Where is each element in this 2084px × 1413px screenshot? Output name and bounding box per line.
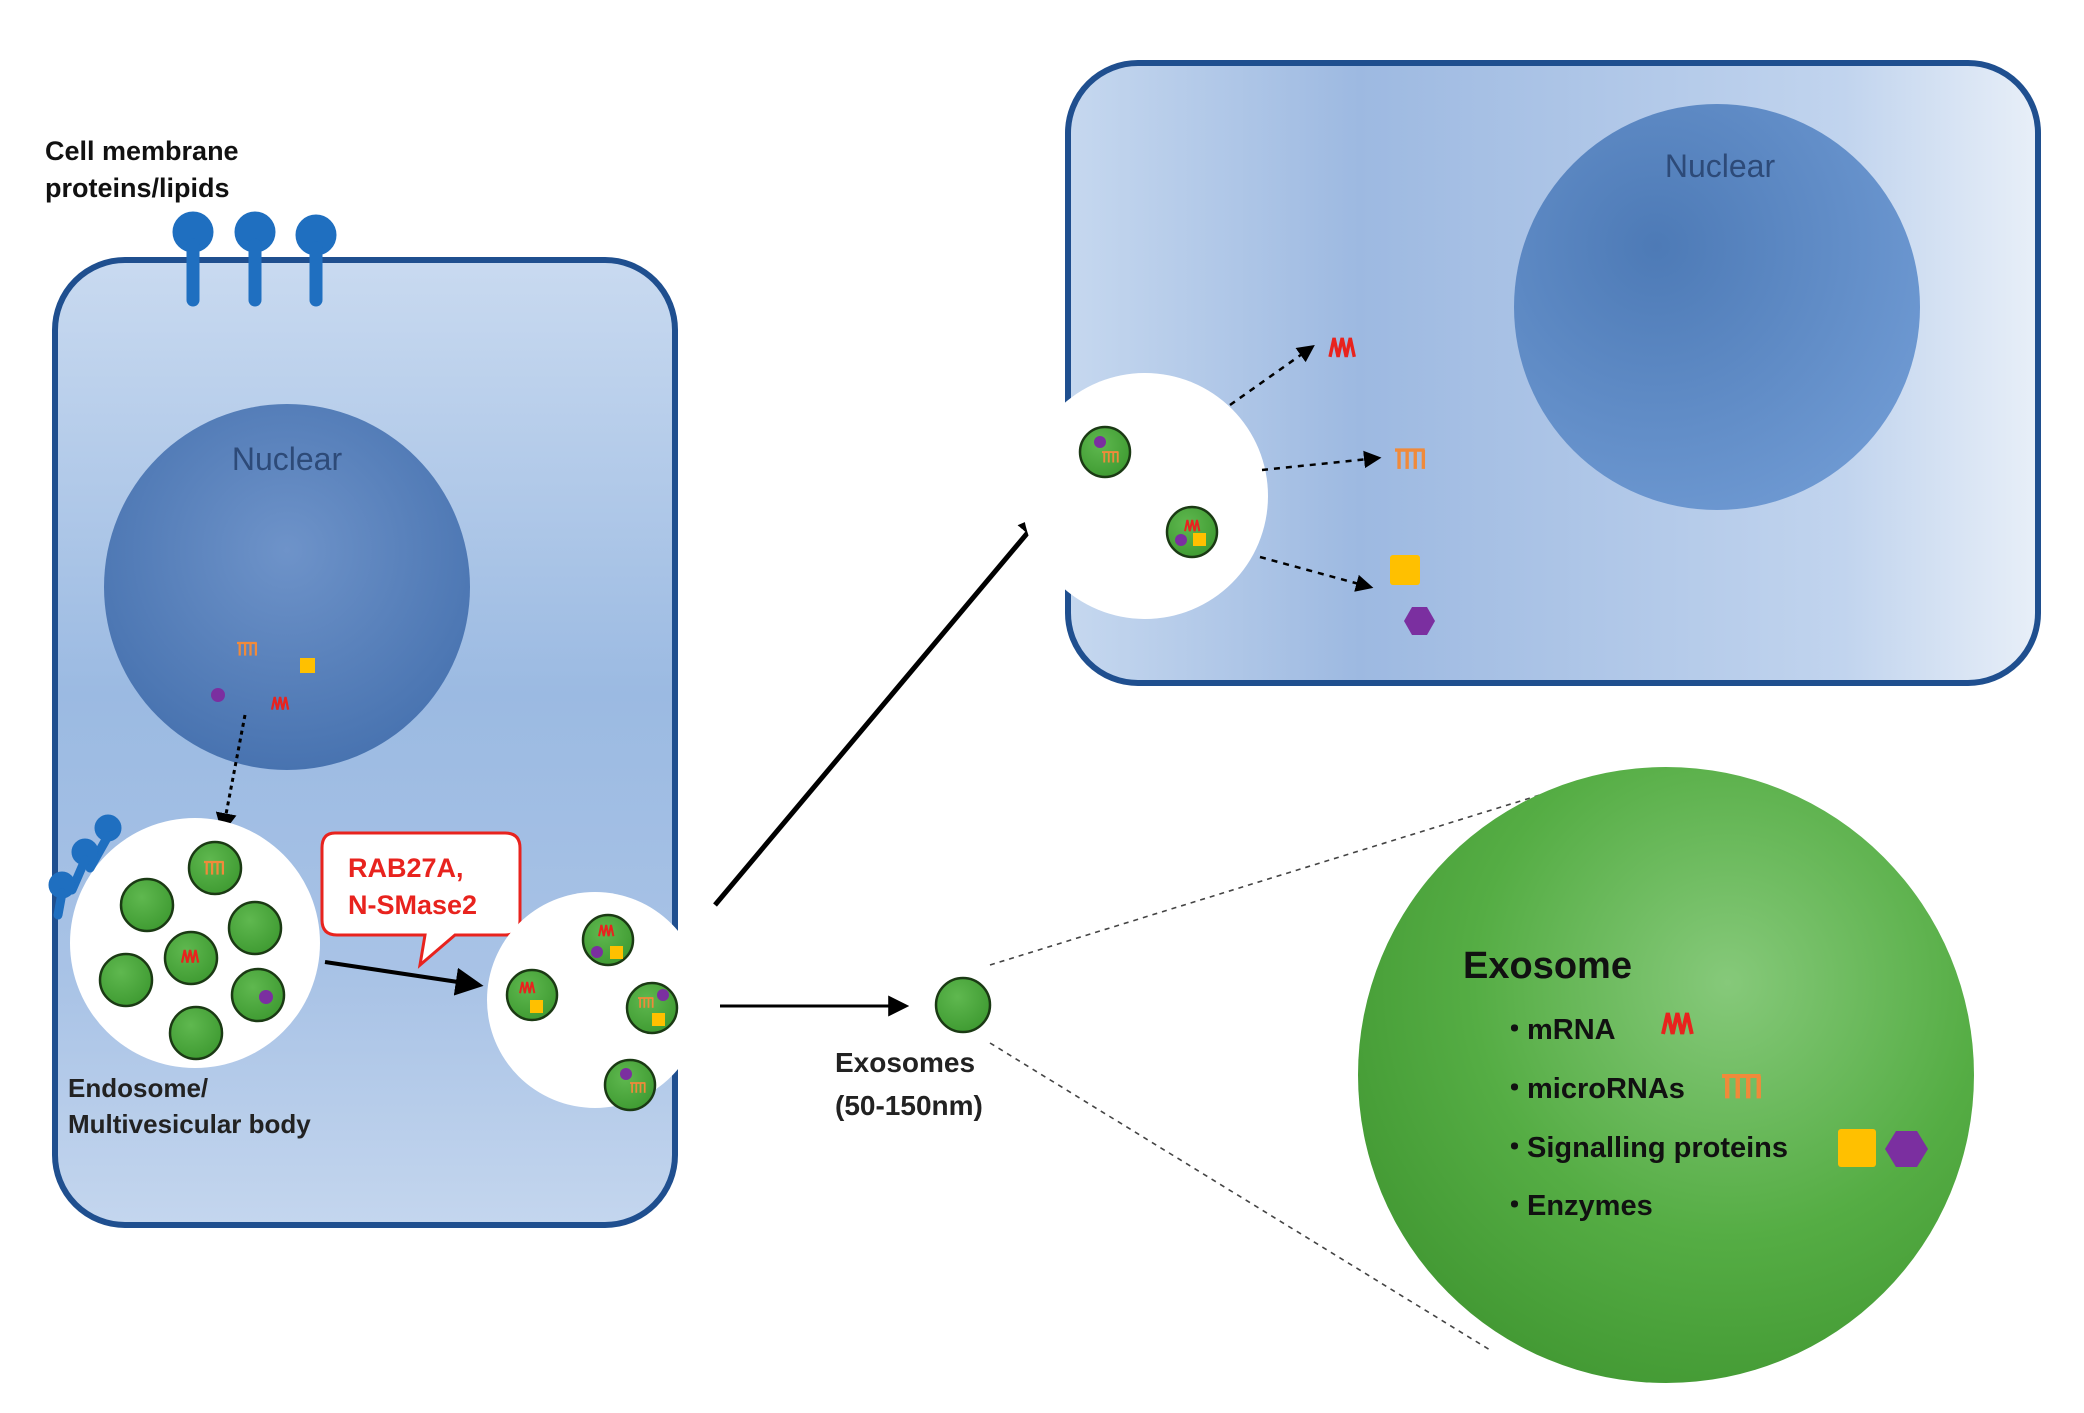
endosome-receptors: [48, 814, 122, 920]
recipient-nucleus: [1514, 104, 1920, 510]
legend-bullet: ・: [1500, 1190, 1529, 1222]
uptake-arrow: [713, 514, 1044, 907]
membrane-label-line2: proteins/lipids: [45, 173, 230, 203]
protein-square-icon: [1838, 1129, 1876, 1167]
secreting-vesicle: [487, 892, 703, 1108]
microrna-release-arrow: [1261, 450, 1382, 472]
protein-hexagon-icon: [1885, 1131, 1928, 1167]
nucleus-cargo: [211, 641, 315, 711]
exosomes-label: Exosomes: [835, 1047, 975, 1078]
exosome-legend-circle: [1358, 767, 1974, 1383]
legend-label-signalling-proteins: Signalling proteins: [1527, 1132, 1788, 1164]
legend-bullet: ・: [1500, 1132, 1529, 1164]
callout-bubble: [320, 831, 522, 969]
mrna-release-arrow: [1229, 344, 1315, 407]
legend-label-enzymes: Enzymes: [1527, 1190, 1653, 1222]
callout-line1: RAB27A,: [348, 853, 464, 883]
donor-nucleus: [104, 404, 470, 770]
endosome-label-line1: Endosome/: [68, 1073, 208, 1103]
endosome-vesicles: [98, 840, 286, 1061]
legend-item-microrna: ・ microRNAs: [1500, 1073, 1761, 1105]
legend-item-signalling-proteins: ・ Signalling proteins: [1500, 1129, 1928, 1167]
endocytosed-vesicle: [1022, 373, 1268, 619]
endosome-to-membrane-arrow: [324, 960, 484, 996]
legend-bullet: ・: [1500, 1073, 1529, 1105]
released-exosome: [934, 976, 992, 1034]
recipient-nucleus-label: Nuclear: [1665, 148, 1776, 184]
legend-label-microrna: microRNAs: [1527, 1073, 1685, 1105]
legend-label-mrna: mRNA: [1527, 1014, 1616, 1046]
exosomes-size-label: (50-150nm): [835, 1090, 983, 1121]
secreting-vesicle-exosomes: [505, 913, 679, 1112]
endosome-label-line2: Multivesicular body: [68, 1109, 311, 1139]
zoom-line-bottom: [989, 1042, 1491, 1351]
membrane-label-line1: Cell membrane: [45, 136, 239, 166]
nucleus-to-endosome-arrow: [215, 714, 247, 835]
legend-item-enzymes: ・ Enzymes: [1500, 1190, 1653, 1222]
donor-nucleus-label: Nuclear: [232, 441, 343, 477]
protein-hexagon-icon: [1404, 607, 1435, 635]
protein-dot-icon: [211, 688, 225, 702]
legend-title: Exosome: [1463, 945, 1632, 987]
legend-item-mrna: ・ mRNA: [1500, 1013, 1692, 1046]
membrane-receptors: [172, 211, 337, 307]
protein-square-icon: [300, 658, 315, 673]
callout-line2: N-SMase2: [348, 890, 477, 920]
protein-square-icon: [1390, 555, 1420, 585]
legend-bullet: ・: [1500, 1014, 1529, 1046]
